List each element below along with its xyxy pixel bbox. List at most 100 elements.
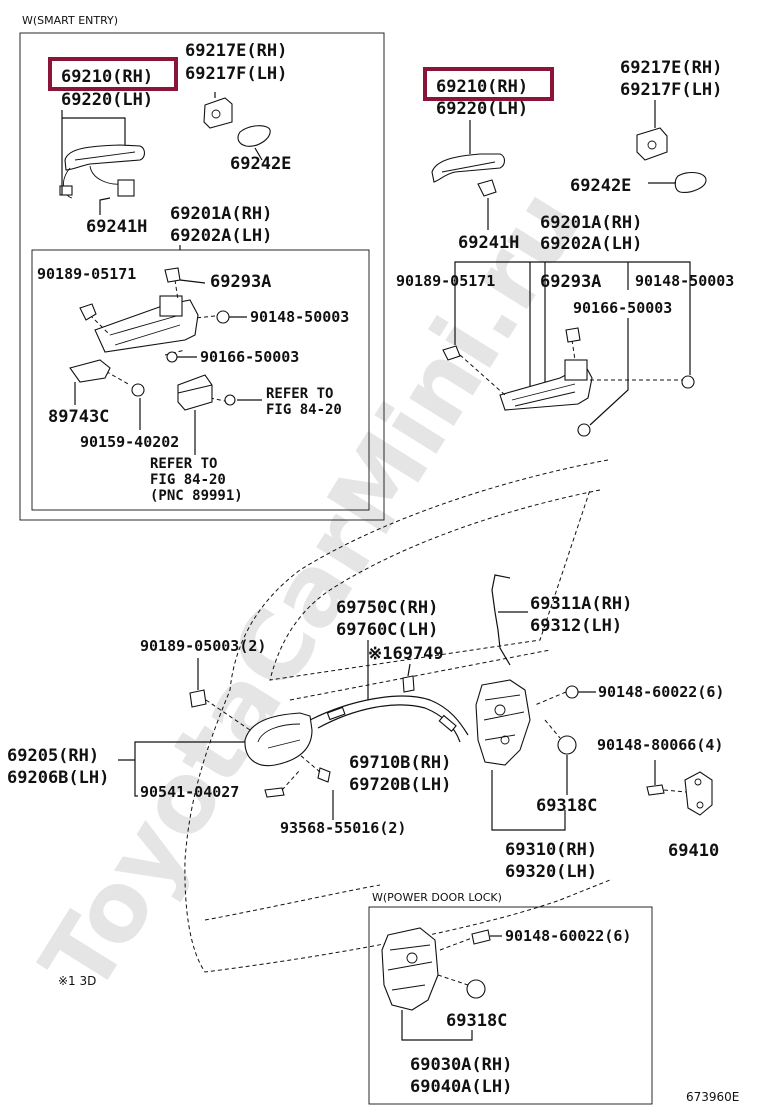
screw-90148-60022-b [471, 929, 491, 945]
label-69320: 69320(LH) [505, 862, 597, 882]
label-93568-55016: 93568-55016(2) [280, 819, 406, 837]
bolt-90189-05171-left [79, 303, 97, 321]
bolt-69293a-left [164, 267, 181, 283]
screw-93568-55016 [317, 767, 331, 783]
label-69202a-right: 69202A(LH) [540, 234, 642, 254]
cable-69750c [309, 695, 469, 743]
leader-90166-right [589, 318, 629, 426]
frame-69201a-left [94, 295, 199, 353]
label-90189-05171-right: 90189-05171 [396, 272, 495, 290]
label-69242e-left: 69242E [230, 154, 291, 174]
label-69312: 69312(LH) [530, 616, 622, 636]
cap-90189-05003 [189, 689, 207, 708]
label-refer-to-1: REFER TO [266, 386, 333, 402]
label-69201a-right: 69201A(RH) [540, 213, 642, 233]
label-69201a-left: 69201A(RH) [170, 204, 272, 224]
smart-entry-inner-box [31, 249, 370, 511]
screw-90159-40202 [131, 383, 145, 397]
label-69410: 69410 [668, 841, 719, 861]
label-69720b: 69720B(LH) [349, 775, 451, 795]
label-69210-right: 69210(RH) [436, 77, 528, 97]
bolt-90166-50003-left [166, 351, 178, 363]
bracket-top-right [454, 261, 691, 400]
leader-69749 [407, 663, 411, 677]
screw-90148-80066 [646, 784, 665, 796]
bracket-89743c [69, 359, 111, 383]
label-69241h-left: 69241H [86, 217, 147, 237]
smart-entry-box [19, 32, 385, 521]
label-69710b: 69710B(RH) [349, 753, 451, 773]
door-lock-69310 [475, 679, 531, 766]
cap-69318c-b [466, 979, 486, 999]
switch-unit-left [177, 374, 213, 411]
label-69293a-left: 69293A [210, 272, 271, 292]
highlight-box-right [423, 67, 554, 101]
gasket-69242e-right [674, 171, 707, 193]
label-69210-left: 69210(RH) [61, 67, 153, 87]
label-90148-50003-right: 90148-50003 [635, 272, 734, 290]
label-90148-60022-a: 90148-60022(6) [598, 683, 724, 701]
label-69220-left: 69220(LH) [61, 90, 153, 110]
label-69030a: 69030A(RH) [410, 1055, 512, 1075]
label-90148-80066: 90148-80066(4) [597, 736, 723, 754]
dash-90148-60022-a [534, 691, 567, 706]
label-69217f-right: 69217F(LH) [620, 80, 722, 100]
label-69293a-right: 69293A [540, 272, 601, 292]
label-89743c: 89743C [48, 407, 109, 427]
rod-69311a [491, 574, 511, 666]
label-69750c: 69750C(RH) [336, 598, 438, 618]
bolt-90189-05171-right [442, 345, 461, 361]
dash-93568 [299, 754, 321, 773]
leader-69310 [491, 770, 566, 831]
smart-entry-title: W(SMART ENTRY) [22, 14, 118, 27]
leader-69030a [401, 1010, 473, 1041]
diagram-code: 673960E [686, 1090, 739, 1104]
label-69749: ※169749 [368, 644, 444, 664]
cover-69217-right [636, 127, 668, 161]
label-69217e-left: 69217E(RH) [185, 41, 287, 61]
label-69318c-a: 69318C [536, 796, 597, 816]
door-outline [184, 459, 611, 973]
dash-69318c-a [544, 719, 561, 739]
door-window-line [269, 489, 601, 681]
label-69040a: 69040A(LH) [410, 1077, 512, 1097]
bolt-90148-50003-right [681, 375, 695, 389]
screw-refer-fig [224, 394, 236, 406]
label-refer-to-2: REFER TO [150, 456, 217, 472]
label-69217f-left: 69217F(LH) [185, 64, 287, 84]
label-90148-60022-b: 90148-60022(6) [505, 927, 631, 945]
dash-90189-05003 [205, 699, 251, 731]
power-door-lock-title: W(POWER DOOR LOCK) [372, 891, 502, 904]
screw-90148-60022-a [565, 685, 579, 699]
bolt-69293a-right [565, 327, 581, 343]
label-69220-right: 69220(LH) [436, 99, 528, 119]
inside-handle-69205 [244, 712, 313, 767]
label-69311a: 69311A(RH) [530, 594, 632, 614]
striker-69410 [684, 771, 713, 816]
note-3d: ※1 3D [58, 974, 96, 988]
power-door-lock-box [368, 906, 653, 1105]
outside-handle-left [59, 144, 146, 199]
door-lock-69030a [381, 927, 439, 1011]
dash-69318c-b [437, 974, 469, 986]
label-69241h-right: 69241H [458, 233, 519, 253]
label-90189-05003: 90189-05003(2) [140, 637, 266, 655]
cover-69241h-right [477, 179, 497, 197]
cover-69217-left [203, 97, 233, 129]
leader-69205 [118, 741, 245, 797]
leader-69210-left [61, 110, 126, 195]
label-90541-04027: 90541-04027 [140, 783, 239, 801]
bolt-90166-50003-right [577, 423, 591, 437]
label-90166-50003-right: 90166-50003 [573, 299, 672, 317]
label-90166-50003-left: 90166-50003 [200, 348, 299, 366]
label-90159-40202: 90159-40202 [80, 433, 179, 451]
label-69205: 69205(RH) [7, 746, 99, 766]
label-fig-84-20-1: FIG 84-20 [266, 402, 342, 418]
leader-69293a-left [179, 279, 206, 284]
label-69318c-b: 69318C [446, 1011, 507, 1031]
bolt-90148-50003-left [216, 310, 230, 324]
dash-90541 [281, 769, 301, 791]
label-69217e-right: 69217E(RH) [620, 58, 722, 78]
screw-90541-04027 [264, 787, 285, 798]
